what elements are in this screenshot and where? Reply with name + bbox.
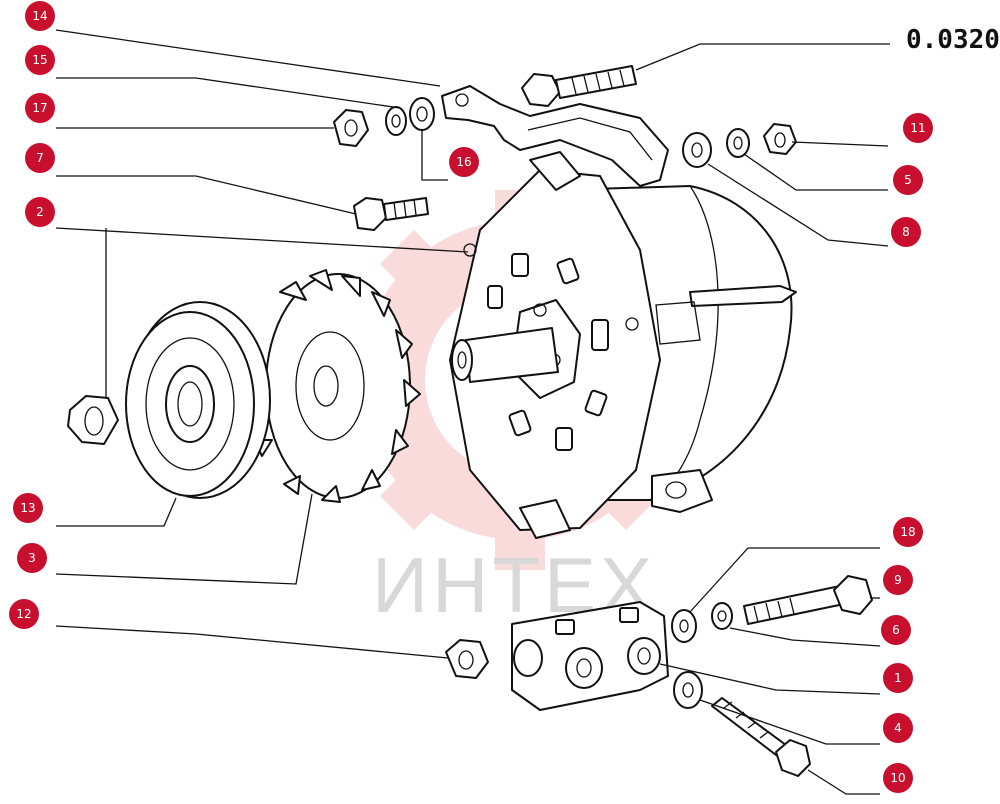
callout-1: 1 (883, 663, 913, 693)
svg-text:11: 11 (910, 121, 925, 135)
callout-6: 6 (881, 615, 911, 645)
callout-12: 12 (9, 599, 39, 629)
pulley (125, 301, 271, 499)
leader-2 (55, 227, 469, 253)
callout-10: 10 (883, 763, 913, 793)
callout-8: 8 (891, 217, 921, 247)
mounting-bracket (441, 85, 669, 187)
top-bolt (521, 65, 637, 107)
svg-text:16: 16 (456, 155, 471, 169)
leader-5 (743, 153, 888, 191)
leader-11 (791, 141, 889, 147)
leader-12 (55, 625, 449, 659)
leader-4 (699, 699, 880, 745)
nut-11 (763, 123, 797, 155)
alternator-front-cover (449, 151, 661, 539)
svg-text:4: 4 (894, 721, 902, 735)
callout-5: 5 (893, 165, 923, 195)
leader-14 (55, 29, 441, 87)
callout-14: 14 (25, 1, 55, 31)
svg-text:13: 13 (20, 501, 35, 515)
leader-13 (56, 497, 177, 527)
leader-15 (56, 77, 401, 109)
svg-text:18: 18 (900, 525, 915, 539)
callout-11: 11 (903, 113, 933, 143)
svg-text:15: 15 (32, 53, 47, 67)
svg-text:5: 5 (904, 173, 912, 187)
leader-7 (56, 175, 357, 215)
callout-labels: 14 15 17 7 2 16 11 5 8 13 3 12 18 9 6 1 … (9, 1, 933, 793)
leader-3 (55, 493, 313, 585)
callout-17: 17 (25, 93, 55, 123)
callout-13: 13 (13, 493, 43, 523)
callout-9: 9 (883, 565, 913, 595)
leader-6 (729, 627, 881, 647)
leader-1 (659, 663, 881, 695)
svg-text:9: 9 (894, 573, 902, 587)
diagram-code: 0.0320 (906, 25, 1000, 55)
callout-3: 3 (17, 543, 47, 573)
bolt-10 (711, 697, 811, 777)
svg-text:10: 10 (890, 771, 905, 785)
svg-text:12: 12 (16, 607, 31, 621)
svg-text:3: 3 (28, 551, 36, 565)
svg-text:1: 1 (894, 671, 902, 685)
svg-text:17: 17 (32, 101, 47, 115)
callout-4: 4 (883, 713, 913, 743)
leader-code (635, 43, 890, 71)
bolt-7 (353, 197, 429, 231)
lock-washer-15 (385, 106, 407, 136)
svg-text:7: 7 (36, 151, 44, 165)
lock-washer-5 (726, 128, 750, 158)
leader-lines (55, 29, 890, 795)
nut-12 (445, 639, 489, 679)
callout-18: 18 (893, 517, 923, 547)
svg-text:6: 6 (892, 623, 900, 637)
svg-text:14: 14 (32, 9, 47, 23)
svg-text:8: 8 (902, 225, 910, 239)
washer-4 (673, 671, 703, 709)
washer-16 (409, 97, 435, 131)
lock-washer-6 (711, 602, 733, 630)
callout-16: 16 (449, 147, 479, 177)
callout-7: 7 (25, 143, 55, 173)
washer-18 (671, 609, 697, 643)
callout-15: 15 (25, 45, 55, 75)
pulley-nut (67, 395, 119, 445)
clamp-block (511, 601, 669, 711)
leader-8 (707, 163, 889, 247)
svg-text:2: 2 (36, 205, 44, 219)
callout-2: 2 (25, 197, 55, 227)
leader-18 (689, 547, 880, 613)
washer-8 (682, 132, 712, 168)
bolt-9 (743, 575, 873, 625)
leader-10 (807, 769, 880, 795)
leader-16 (421, 130, 448, 181)
nut-17 (333, 109, 369, 147)
cover-vents (487, 253, 609, 451)
